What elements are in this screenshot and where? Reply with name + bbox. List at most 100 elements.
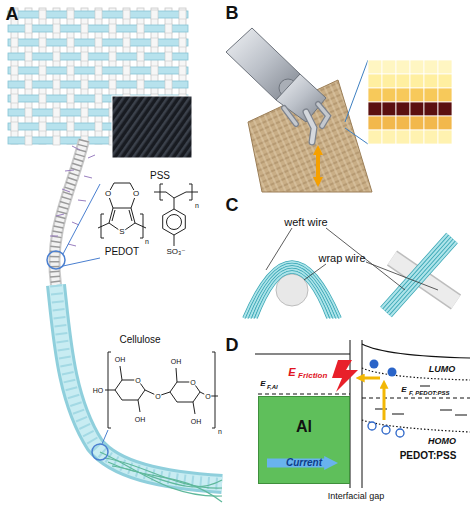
warp-crossing <box>109 80 116 89</box>
robot-hand <box>226 28 328 142</box>
pss-structure <box>167 215 182 230</box>
fibers <box>112 466 222 487</box>
heatmap-cell <box>396 116 410 130</box>
gap-label: Interfacial gap <box>328 492 385 501</box>
yarn <box>54 140 84 285</box>
robot-hand <box>306 112 314 142</box>
weft-strand <box>253 270 331 319</box>
warp-crossing <box>81 108 88 117</box>
warp-crossing <box>11 122 18 131</box>
weft-strand <box>244 262 340 318</box>
electrode-box: AlCurrent <box>258 396 350 484</box>
warp-crossing <box>67 38 74 47</box>
atom-label: SO₃⁻ <box>165 248 186 256</box>
heatmap-cell <box>424 60 438 74</box>
warp-crossing <box>67 66 74 75</box>
weft-strand <box>256 272 328 318</box>
excitation-arrows <box>362 378 384 420</box>
warp-crossing <box>95 10 102 19</box>
heatmap-cell <box>410 88 424 102</box>
robot-hand <box>318 104 328 126</box>
robot-hand <box>318 104 328 126</box>
polymer-name: PEDOT <box>105 247 139 257</box>
band-diagram <box>258 394 350 395</box>
charge-carriers <box>388 368 397 377</box>
heatmap-cell <box>410 102 424 116</box>
panel-letter: C <box>226 196 239 214</box>
warp-crossing <box>137 24 144 33</box>
excitation-arrows <box>383 386 386 420</box>
heatmap-cell <box>382 88 396 102</box>
band-label: HOMO <box>428 437 456 446</box>
heatmap-cell <box>368 88 382 102</box>
weft-thread <box>8 67 188 74</box>
atom-label: O <box>154 393 161 400</box>
weft-strand <box>247 265 337 319</box>
yarn <box>56 285 222 484</box>
pss-structure <box>154 192 198 198</box>
band-diagram <box>362 420 470 432</box>
heatmap-cell <box>382 74 396 88</box>
leader-lines <box>266 228 405 290</box>
charge-carriers <box>368 360 404 438</box>
heatmap-cell <box>438 102 452 116</box>
polymer-name: PSS <box>150 171 170 181</box>
band-diagram <box>362 344 470 358</box>
charge-carriers <box>396 429 404 437</box>
weft-thread <box>8 53 188 60</box>
fabric-photo <box>112 96 192 158</box>
fibers <box>104 458 222 488</box>
magnifier <box>92 444 108 460</box>
zoom-lines <box>345 60 368 144</box>
weft-thread <box>8 25 188 32</box>
atom-label: HO <box>92 387 105 394</box>
charge-carriers <box>368 422 376 430</box>
friction-bolt <box>332 360 358 392</box>
warp-crossing <box>25 52 32 61</box>
pedot-structure <box>112 210 132 221</box>
warp-crossing <box>81 80 88 89</box>
pss-structure <box>163 209 186 235</box>
polymer-name: Cellulose <box>119 335 160 345</box>
heatmap-cell <box>396 60 410 74</box>
zoom-lines <box>345 60 368 144</box>
yarn-hairs <box>50 146 95 246</box>
cellulose-structure <box>105 352 218 428</box>
warp-crossing <box>137 80 144 89</box>
energy-subscript: Friction <box>298 372 327 380</box>
heatmap-cell <box>410 116 424 130</box>
warp-crossing <box>179 38 186 47</box>
heatmap-cell <box>396 130 410 144</box>
warp-crossing <box>53 80 60 89</box>
magnifier <box>102 430 108 444</box>
heatmap-cell <box>424 130 438 144</box>
magnifier <box>47 184 108 460</box>
warp-crossing <box>81 52 88 61</box>
warp-crossing <box>25 136 32 145</box>
warp-crossing <box>53 108 60 117</box>
warp-crossing <box>179 10 186 19</box>
yarn <box>56 285 222 484</box>
atom-label: O <box>132 190 140 198</box>
warp-crossing <box>95 122 102 131</box>
band-diagram <box>255 353 350 354</box>
pss-structure <box>174 198 175 209</box>
pss-structure <box>174 235 175 246</box>
warp-crossing <box>123 38 130 47</box>
magnifier <box>63 184 100 266</box>
pedot-structure <box>98 183 146 238</box>
leader-lines <box>266 228 438 290</box>
cellulose-structure <box>176 368 218 414</box>
pss-structure <box>160 184 192 200</box>
warp-crossing <box>67 10 74 19</box>
warp-crossing <box>39 94 46 103</box>
energy-subscript: F,Al <box>267 384 278 390</box>
energy-subscript: F, PEDOT:PSS <box>409 390 450 396</box>
weft-strand <box>250 267 334 318</box>
atom-label: OH <box>170 358 183 365</box>
heatmap-cell <box>396 74 410 88</box>
warp-crossing <box>123 10 130 19</box>
heatmap-cell <box>410 130 424 144</box>
slide-arrow <box>316 152 320 180</box>
weft-thread <box>8 11 188 18</box>
